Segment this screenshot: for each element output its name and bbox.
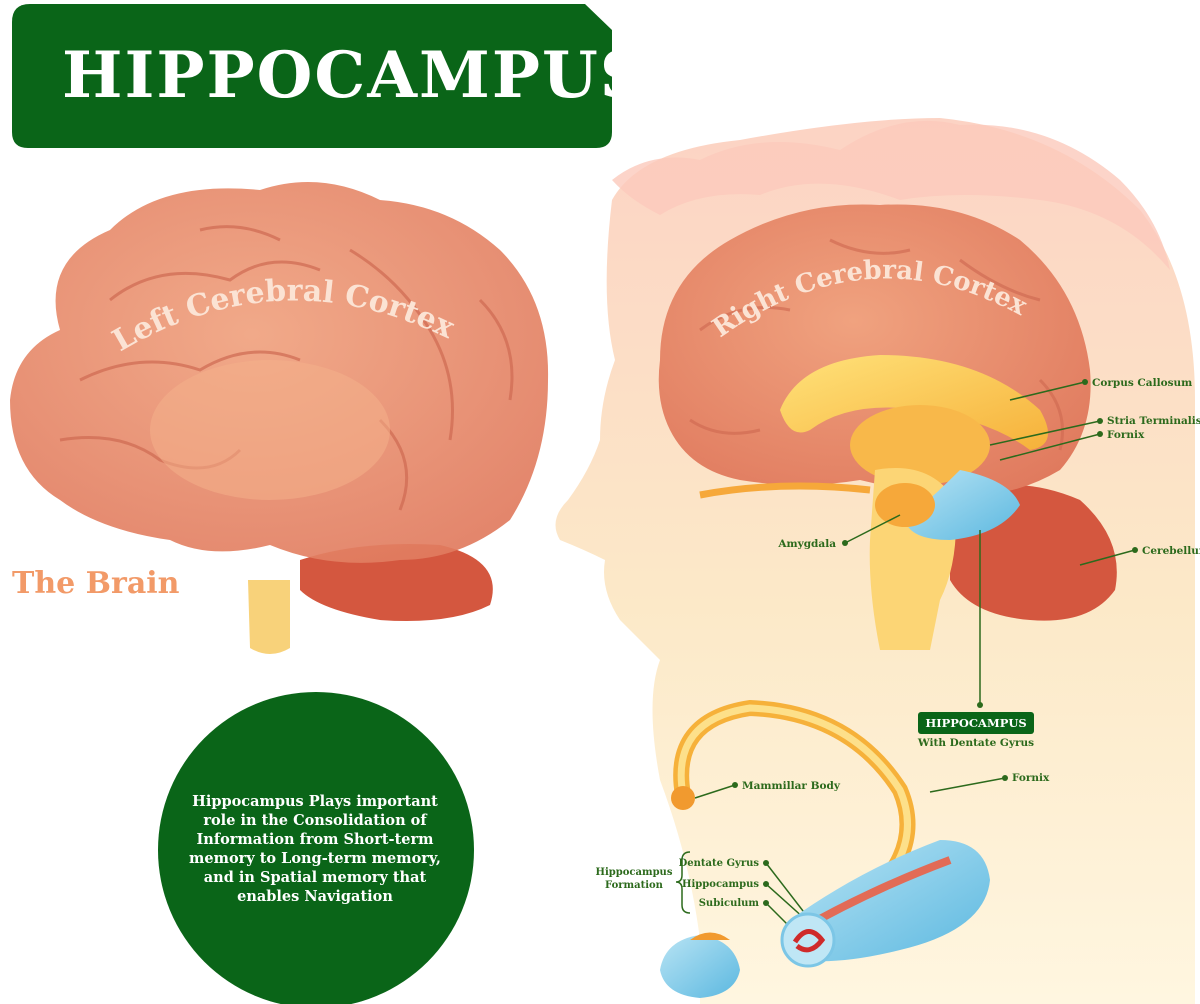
mammillar-body-shape: [671, 786, 695, 810]
left-cerebellum: [300, 544, 493, 621]
description-line: Hippocampus Plays important: [192, 793, 438, 810]
left-limbic-shadow: [150, 360, 390, 500]
title-banner: [12, 4, 612, 148]
hippocampus-detail: [660, 699, 990, 998]
label-dentate-gyrus: Dentate Gyrus: [679, 858, 760, 869]
label-stria-terminalis: Stria Terminalis: [1107, 415, 1200, 427]
page-title: HIPPOCAMPUS: [62, 37, 648, 113]
formation-bracket: [675, 851, 691, 914]
description-line: enables Navigation: [237, 888, 393, 905]
amygdala-shape: [875, 483, 935, 527]
description-circle: [158, 692, 474, 1004]
label-hippocampus-formation-2: Formation: [605, 880, 664, 891]
label-corpus-callosum: Corpus Callosum: [1092, 377, 1192, 389]
label-fornix-upper: Fornix: [1107, 429, 1145, 441]
hippocampus-label-box: [918, 712, 1034, 734]
amygdala-blob: [660, 935, 740, 998]
description-text: Hippocampus Plays important role in the …: [170, 792, 460, 906]
corpus-callosum: [780, 355, 1048, 450]
cross-section: [780, 912, 836, 968]
description-line: memory to Long-term memory,: [189, 850, 441, 867]
label-amygdala: Amygdala: [777, 538, 836, 550]
right-brain: Right Cerebral Cortex: [658, 204, 1117, 650]
label-mammillar-body: Mammillar Body: [742, 780, 841, 792]
right-hippocampus: [905, 470, 1020, 540]
description-line: and in Spatial memory that: [203, 869, 427, 886]
hair: [612, 120, 1170, 270]
thalamus: [850, 405, 990, 485]
hippocampus-tail: [790, 840, 990, 962]
label-subiculum: Subiculum: [699, 898, 760, 909]
label-hippocampus-small: Hippocampus: [682, 879, 759, 890]
hippocampus-label: HIPPOCAMPUS: [925, 716, 1027, 730]
label-fornix-lower: Fornix: [1012, 772, 1050, 784]
brain-caption: The Brain: [12, 566, 180, 601]
left-brainstem: [248, 580, 290, 654]
label-cerebellum: Cerebellum: [1142, 545, 1200, 557]
description-line: role in the Consolidation of: [203, 812, 427, 829]
description-line: Information from Short-term: [196, 831, 434, 848]
label-hippocampus-formation-1: Hippocampus: [596, 867, 673, 878]
left-brain: Left Cerebral Cortex: [10, 182, 549, 654]
label-with-dentate-gyrus: With Dentate Gyrus: [917, 737, 1034, 749]
